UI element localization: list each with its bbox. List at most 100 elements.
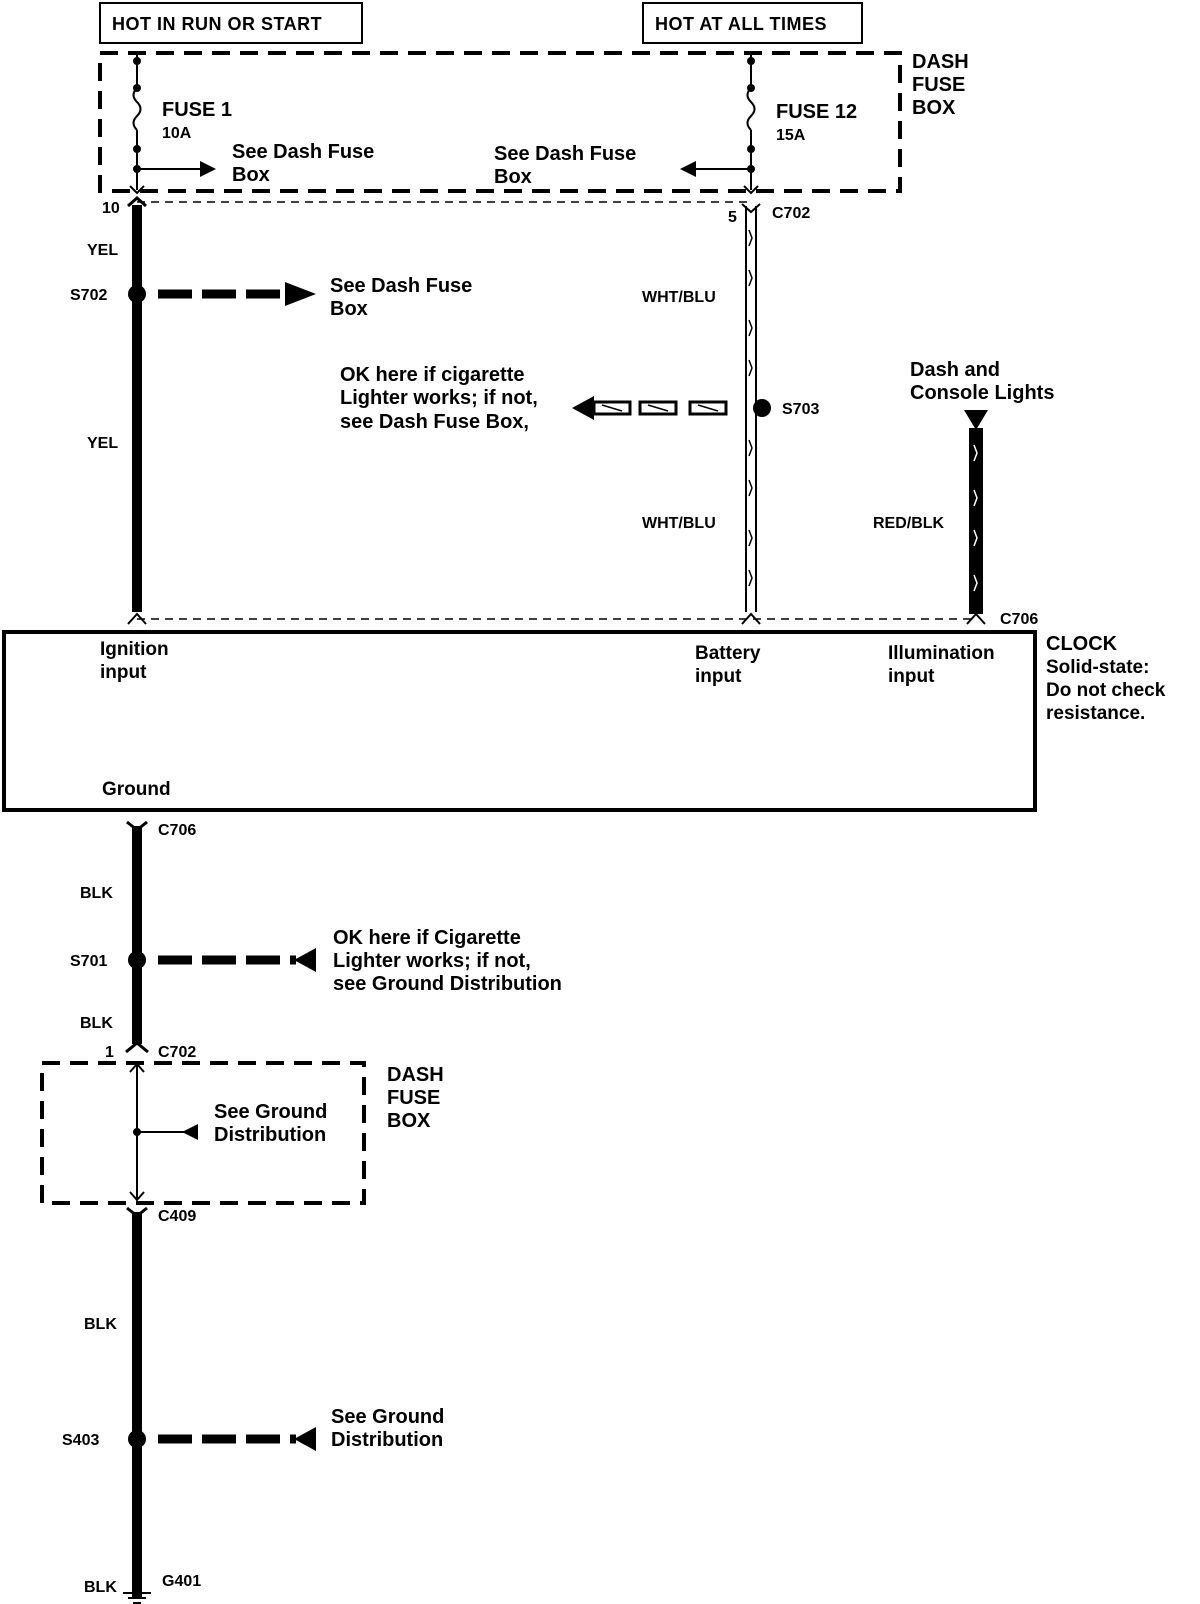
svg-text:S703: S703 — [782, 401, 819, 418]
connector-c706-top: C706 — [127, 611, 1038, 628]
splice-s702: S702 See Dash Fuse Box — [70, 275, 472, 320]
svg-text:Solid-state:: Solid-state: — [1046, 657, 1149, 678]
svg-text:5: 5 — [728, 209, 737, 226]
svg-text:Box: Box — [330, 298, 368, 320]
dash-fuse-box-bottom-internal: See Ground Distribution — [129, 1062, 327, 1202]
svg-text:C702: C702 — [158, 1044, 196, 1061]
svg-text:S701: S701 — [70, 953, 107, 970]
fuse-12-symbol — [746, 87, 756, 131]
dash-fuse-box-bottom-outline — [40, 1061, 366, 1205]
arrow-left-icon — [572, 396, 594, 420]
svg-text:DASH: DASH — [387, 1064, 444, 1086]
wire-red-blk: RED/BLK — [873, 428, 983, 614]
svg-text:Do not check: Do not check — [1046, 680, 1166, 701]
svg-text:G401: G401 — [162, 1573, 201, 1590]
svg-text:YEL: YEL — [87, 242, 118, 259]
hot-in-run-or-start-box: HOT IN RUN OR START — [99, 2, 363, 44]
svg-text:15A: 15A — [776, 127, 806, 144]
svg-text:Distribution: Distribution — [214, 1124, 326, 1146]
chevron-up-icon — [129, 1062, 145, 1073]
svg-text:Lighter works; if not,: Lighter works; if not, — [333, 950, 531, 972]
svg-text:FUSE 1: FUSE 1 — [162, 99, 232, 121]
wire-wht-blu: WHT/BLU WHT/BLU — [642, 206, 757, 612]
splice-s701: S701 OK here if Cigarette Lighter works;… — [70, 927, 562, 995]
svg-text:BLK: BLK — [84, 1316, 117, 1333]
wire-yel: YEL YEL — [87, 205, 142, 612]
arrow-left-icon — [182, 1124, 198, 1140]
ground-g401: G401 — [123, 1573, 201, 1604]
svg-text:1: 1 — [105, 1044, 114, 1061]
connector-c702-top: 10 5 C702 — [102, 195, 810, 226]
dash-fuse-box-bottom-label: DASH FUSE BOX — [387, 1064, 444, 1132]
clock-component: Ignition input Battery input Illuminatio… — [2, 630, 1037, 812]
svg-text:Dash and: Dash and — [910, 359, 1000, 381]
arrow-left-icon — [294, 948, 316, 972]
chevron-down-icon — [743, 185, 759, 195]
svg-text:RED/BLK: RED/BLK — [873, 515, 945, 532]
svg-text:C706: C706 — [1000, 611, 1038, 628]
arrow-left-icon — [680, 161, 696, 177]
svg-text:WHT/BLU: WHT/BLU — [642, 515, 716, 532]
svg-text:Box: Box — [494, 166, 532, 188]
svg-text:BLK: BLK — [84, 1579, 117, 1596]
chevron-down-icon — [129, 185, 145, 195]
splice-s703: S703 OK here if cigarette Lighter works;… — [340, 364, 819, 433]
svg-text:OK here if Cigarette: OK here if Cigarette — [333, 927, 521, 949]
svg-text:FUSE 12: FUSE 12 — [776, 101, 857, 123]
svg-text:Box: Box — [232, 164, 270, 186]
svg-text:Distribution: Distribution — [331, 1429, 443, 1451]
svg-text:BOX: BOX — [387, 1110, 431, 1132]
svg-text:10: 10 — [102, 200, 120, 217]
svg-text:input: input — [100, 662, 147, 683]
hot-at-all-times-title: HOT AT ALL TIMES — [655, 14, 827, 34]
svg-text:S702: S702 — [70, 287, 107, 304]
svg-text:BOX: BOX — [912, 97, 956, 119]
triangle-down-icon — [964, 410, 988, 430]
connector-c702-bottom: 1 C702 — [105, 1041, 196, 1061]
svg-text:input: input — [888, 666, 935, 687]
ground-label: Ground — [102, 779, 171, 800]
svg-text:C409: C409 — [158, 1208, 196, 1225]
wire-blk-upper: BLK BLK — [80, 826, 142, 1044]
svg-text:C706: C706 — [158, 822, 196, 839]
ignition-input-label: Ignition — [100, 639, 169, 660]
splice-s403: S403 See Ground Distribution — [62, 1406, 444, 1451]
svg-text:10A: 10A — [162, 125, 192, 142]
svg-text:See Dash Fuse: See Dash Fuse — [232, 141, 374, 163]
svg-text:input: input — [695, 666, 742, 687]
svg-text:See Ground: See Ground — [214, 1101, 327, 1123]
svg-text:BLK: BLK — [80, 885, 113, 902]
svg-text:See Ground: See Ground — [331, 1406, 444, 1428]
svg-text:See Dash Fuse: See Dash Fuse — [494, 143, 636, 165]
hot-at-all-times-box: HOT AT ALL TIMES — [642, 2, 863, 44]
clock-title: CLOCK — [1046, 633, 1118, 655]
svg-text:BLK: BLK — [80, 1015, 113, 1032]
svg-text:FUSE: FUSE — [912, 74, 965, 96]
svg-text:S403: S403 — [62, 1432, 99, 1449]
svg-text:OK here if cigarette: OK here if cigarette — [340, 364, 525, 386]
svg-text:See Dash Fuse: See Dash Fuse — [330, 275, 472, 297]
svg-text:C702: C702 — [772, 205, 810, 222]
arrow-right-icon — [285, 282, 316, 306]
svg-text:resistance.: resistance. — [1046, 703, 1145, 724]
svg-text:see Ground Distribution: see Ground Distribution — [333, 973, 562, 995]
dash-fuse-box-top-label: DASH FUSE BOX — [912, 51, 969, 119]
fuse-12: FUSE 12 15A See Dash Fuse Box — [494, 53, 857, 195]
svg-text:see Dash Fuse Box,: see Dash Fuse Box, — [340, 411, 529, 433]
svg-text:DASH: DASH — [912, 51, 969, 73]
svg-text:Lighter works; if not,: Lighter works; if not, — [340, 387, 538, 409]
chevron-down-icon — [129, 1191, 145, 1202]
hot-in-run-title: HOT IN RUN OR START — [112, 14, 322, 34]
illumination-input-label: Illumination — [888, 643, 995, 664]
clock-note: CLOCK Solid-state: Do not check resistan… — [1046, 633, 1166, 724]
battery-input-label: Battery — [695, 643, 761, 664]
wire-blk-lower: BLK BLK — [84, 1212, 142, 1598]
svg-text:WHT/BLU: WHT/BLU — [642, 289, 716, 306]
arrow-right-icon — [200, 161, 216, 177]
svg-text:Console Lights: Console Lights — [910, 382, 1054, 404]
svg-text:FUSE: FUSE — [387, 1087, 440, 1109]
fuse-1: FUSE 1 10A See Dash Fuse Box — [129, 53, 374, 195]
svg-text:YEL: YEL — [87, 435, 118, 452]
fuse-1-symbol — [132, 87, 142, 131]
